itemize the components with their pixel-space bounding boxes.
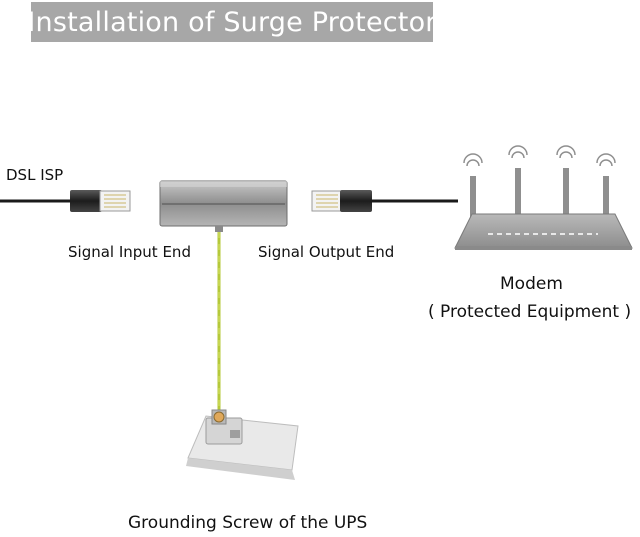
router-icon bbox=[454, 168, 633, 250]
wifi-signal-icon bbox=[463, 145, 616, 167]
rj45-plug-icon bbox=[70, 190, 131, 212]
grounding-screw-label: Grounding Screw of the UPS bbox=[128, 513, 368, 533]
diagram-title: Installation of Surge Protector bbox=[27, 6, 437, 38]
isp-label: DSL ISP bbox=[6, 166, 64, 184]
signal-output-label: Signal Output End bbox=[258, 243, 395, 261]
modem-label: Modem bbox=[500, 274, 563, 294]
rj45-plug-icon bbox=[311, 190, 372, 212]
surge-protector-icon bbox=[159, 180, 288, 232]
ups-grounding-screw-icon bbox=[186, 409, 299, 480]
signal-input-label: Signal Input End bbox=[68, 243, 191, 261]
protected-equipment-label: ( Protected Equipment ) bbox=[428, 302, 632, 322]
title-banner: Installation of Surge Protector bbox=[27, 2, 437, 42]
